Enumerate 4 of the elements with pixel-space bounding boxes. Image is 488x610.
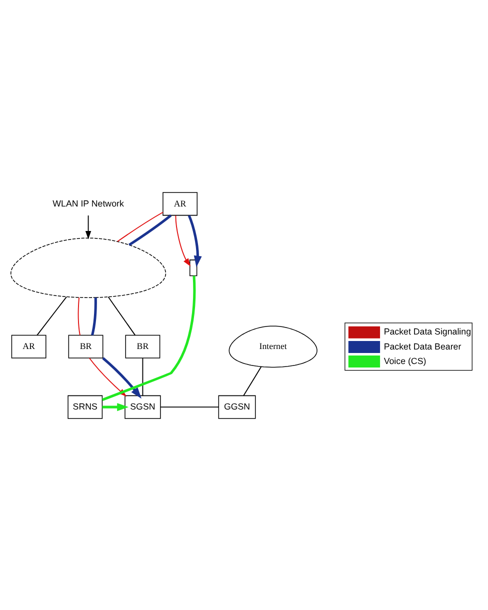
legend-label: Packet Data Signaling [384,326,472,336]
node-text: WLAN IP Network [52,198,124,208]
legend-label: Voice (CS) [384,355,426,366]
legend-label: Packet Data Bearer [384,340,462,351]
